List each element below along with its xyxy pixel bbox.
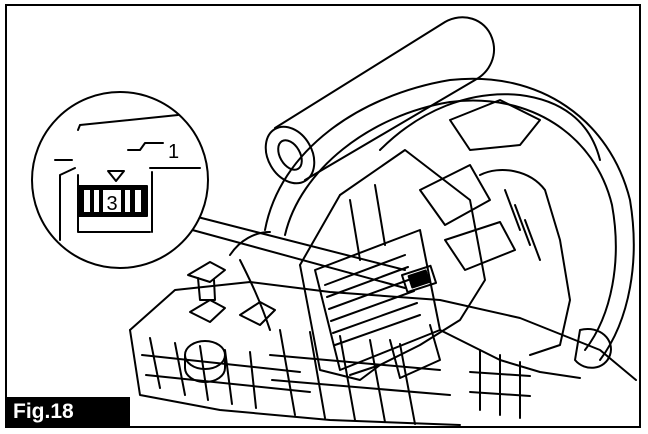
callout-leader-lines <box>177 211 406 289</box>
figure-label: Fig.18 <box>6 397 130 427</box>
adjustment-dial-small[interactable] <box>400 264 438 294</box>
callout-number: 1 <box>168 141 179 163</box>
blade-guard <box>229 77 635 361</box>
top-handle <box>264 16 495 185</box>
index-triangle-marker <box>107 170 125 182</box>
front-knob <box>184 261 226 383</box>
adjustment-dial-enlarged <box>78 185 148 217</box>
motor-housing <box>299 149 486 381</box>
magnifier-detail <box>31 91 209 269</box>
dial-value: 3 <box>106 193 117 215</box>
saw-blade <box>439 329 581 419</box>
main-grip <box>379 93 612 369</box>
figure-frame <box>5 4 641 428</box>
